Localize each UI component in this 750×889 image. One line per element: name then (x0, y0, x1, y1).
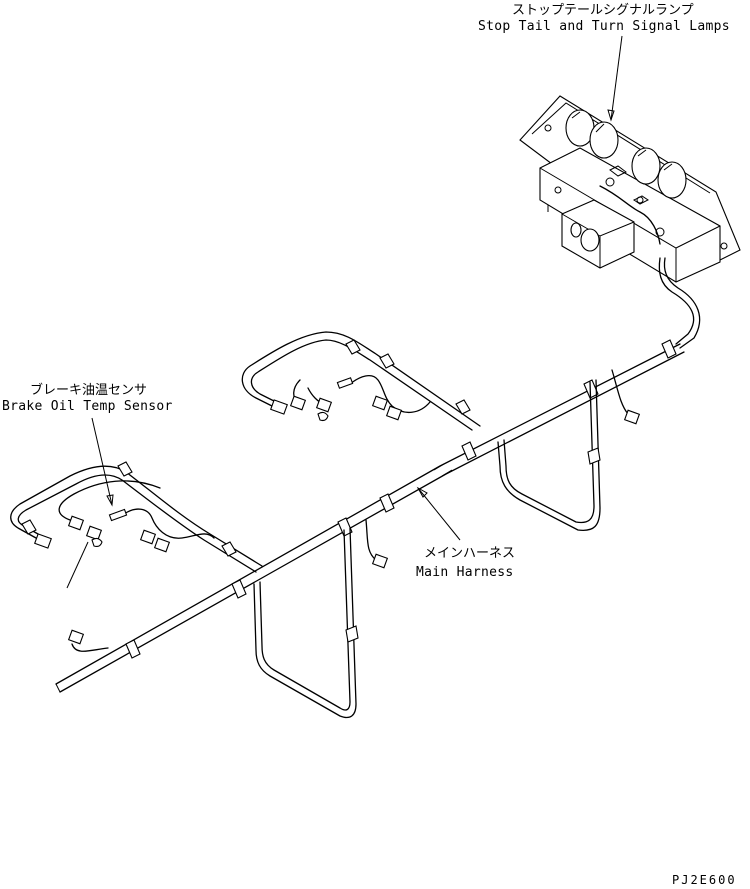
harness-drop-loop-right (497, 369, 641, 532)
stop-tail-turn-signal-lamps (519, 95, 741, 283)
harness-drop-loop-middle (253, 519, 389, 719)
main-harness (55, 257, 701, 693)
harness-label-jp: メインハーネス (424, 546, 515, 561)
sensor-label-jp: ブレーキ油温センサ (30, 382, 147, 398)
lamps-label-en: Stop Tail and Turn Signal Lamps (478, 19, 730, 34)
harness-branch-left (10, 461, 263, 573)
harness-end-connector (67, 629, 109, 652)
drawing-code: PJ2E600 (672, 873, 737, 887)
harness-label-en: Main Harness (416, 565, 514, 580)
leader-lines (66, 35, 623, 589)
sensor-label-en: Brake Oil Temp Sensor (2, 399, 173, 414)
harness-branch-upper (241, 331, 481, 431)
lamps-label-jp: ストップテールシグナルランプ (512, 3, 694, 18)
